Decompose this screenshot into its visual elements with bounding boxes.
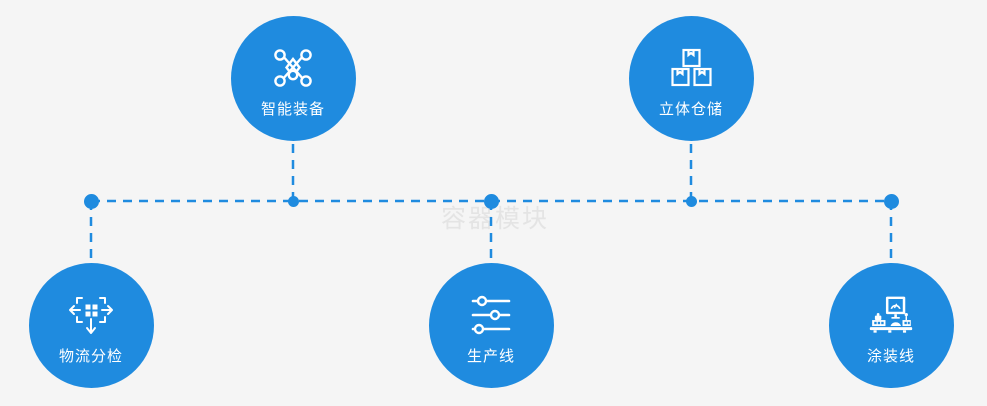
- node-coating-line[interactable]: [883, 193, 899, 209]
- bubble-coating-line[interactable]: 涂装线: [828, 262, 954, 388]
- bubble-label: 智能装备: [260, 100, 325, 118]
- sliders-icon: [468, 293, 514, 337]
- bubble-label: 生产线: [466, 347, 515, 365]
- network-nodes-icon: [270, 46, 316, 90]
- bubble-smart-equipment[interactable]: 智能装备: [230, 15, 356, 141]
- bubble-production-line[interactable]: 生产线: [428, 262, 554, 388]
- node-smart-equipment[interactable]: [287, 195, 299, 207]
- node-logistics-sorting[interactable]: [83, 193, 99, 209]
- node-stereoscopic-warehouse[interactable]: [685, 195, 697, 207]
- node-production-line[interactable]: [483, 193, 499, 209]
- bubble-label: 立体仓储: [658, 100, 723, 118]
- bubble-logistics-sorting[interactable]: 物流分检: [28, 262, 154, 388]
- bubble-label: 涂装线: [866, 347, 915, 365]
- bubble-label: 物流分检: [58, 347, 123, 365]
- stacked-boxes-icon: [668, 46, 714, 90]
- watermark-text: 容器模块: [440, 205, 549, 233]
- sorting-arrows-icon: [68, 293, 114, 337]
- bubble-stereoscopic-warehouse[interactable]: 立体仓储: [628, 15, 754, 141]
- factory-monitor-icon: [868, 293, 914, 337]
